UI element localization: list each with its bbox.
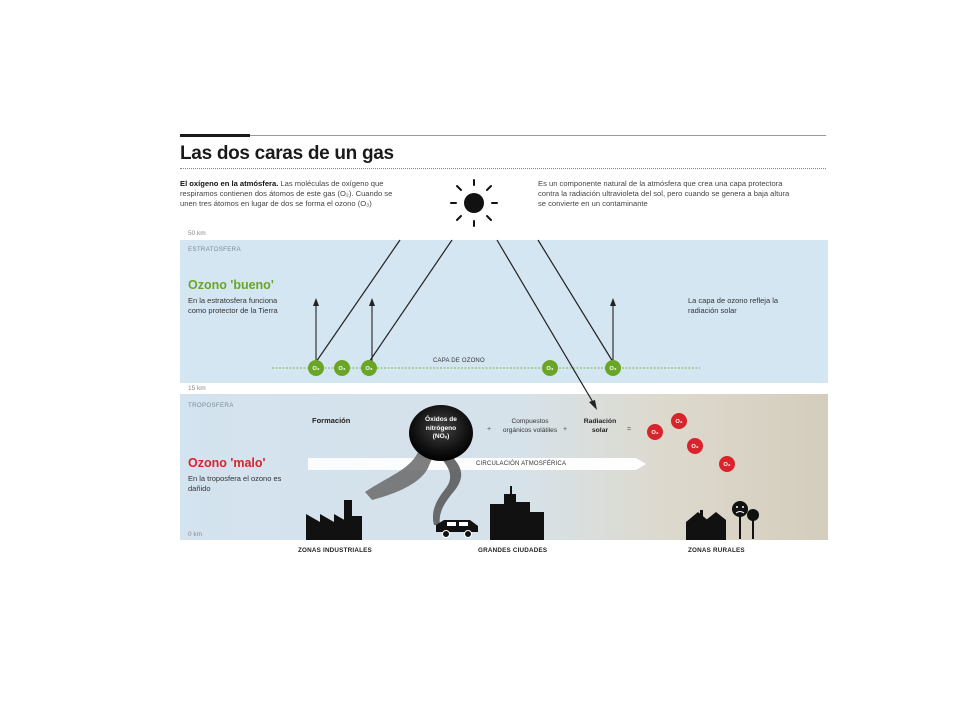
svg-text:O₃: O₃ xyxy=(675,419,683,425)
altitude-50km: 50 km xyxy=(188,230,206,237)
solar-radiation-label: Radiación solar xyxy=(583,418,617,434)
title-dotted-rule xyxy=(180,168,826,169)
zone-rural-label: ZONAS RURALES xyxy=(688,547,745,554)
good-ozone-molecule xyxy=(542,360,558,376)
reflection-note: La capa de ozono refleja la radiación so… xyxy=(688,296,779,315)
formation-label: Formación xyxy=(312,416,351,425)
bad-ozone-title: Ozono 'malo' xyxy=(188,456,266,470)
good-ozone-desc: En la estratosfera funciona como protect… xyxy=(188,296,278,315)
circulation-label: CIRCULACIÓN ATMOSFÉRICA xyxy=(476,461,567,467)
troposphere-label: TROPOSFERA xyxy=(188,402,234,409)
stratosphere-band xyxy=(180,240,828,383)
intro-left-text: Las moléculas de oxígeno que respiramos … xyxy=(180,179,393,208)
bad-ozone-molecules: O₃ O₃ O₃ O₃ xyxy=(647,413,735,472)
svg-text:O₃: O₃ xyxy=(691,444,699,450)
voc-label: Compuestos orgánicos volátiles xyxy=(502,418,558,434)
intro-left: El oxígeno en la atmósfera. Las molécula… xyxy=(180,179,408,209)
good-ozone-molecule xyxy=(605,360,621,376)
bad-ozone-desc: En la troposfera el ozono es dañido xyxy=(188,474,282,493)
house-icon xyxy=(686,510,726,540)
sun-icon xyxy=(450,179,498,227)
title-accent-bar xyxy=(180,134,250,137)
svg-text:O₃: O₃ xyxy=(546,366,554,372)
svg-text:O₃: O₃ xyxy=(365,366,373,372)
nox-label: Óxidos de nitrógeno (NOₓ) xyxy=(425,416,457,440)
good-ozone-molecule xyxy=(308,360,324,376)
bad-ozone-molecule xyxy=(687,438,703,454)
factory-icon xyxy=(306,500,362,540)
intro-right: Es un componente natural de la atmósfera… xyxy=(538,179,790,208)
good-ozone-molecules: O₃ O₃ O₃ O₃ O₃ xyxy=(308,360,621,376)
tree-icon xyxy=(732,501,759,539)
intro-left-bold: El oxígeno en la atmósfera. xyxy=(180,179,279,188)
altitude-0km: 0 km xyxy=(188,531,203,538)
altitude-15km: 15 km xyxy=(188,385,206,392)
page-title: Las dos caras de un gas xyxy=(180,143,394,164)
svg-text:O₃: O₃ xyxy=(338,366,346,372)
svg-text:O₃: O₃ xyxy=(609,366,617,372)
good-ozone-molecule xyxy=(334,360,350,376)
equals-sign: = xyxy=(627,426,632,433)
bad-ozone-molecule xyxy=(719,456,735,472)
car-icon xyxy=(436,520,478,538)
svg-text:O₃: O₃ xyxy=(651,430,659,436)
zone-industrial-label: ZONAS INDUSTRIALES xyxy=(298,547,372,554)
stratosphere-label: ESTRATOSFERA xyxy=(188,246,241,253)
svg-text:O₃: O₃ xyxy=(312,366,320,372)
ray-arrowhead xyxy=(589,400,597,410)
good-ozone-title: Ozono 'bueno' xyxy=(188,278,274,292)
plus-sign-2: + xyxy=(563,426,568,433)
bad-ozone-molecule xyxy=(671,413,687,429)
good-ozone-molecule xyxy=(361,360,377,376)
nox-cloud xyxy=(409,405,473,461)
svg-text:O₃: O₃ xyxy=(723,462,731,468)
bad-ozone-molecule xyxy=(647,424,663,440)
plus-sign-1: + xyxy=(487,426,492,433)
zone-cities-label: GRANDES CIUDADES xyxy=(478,547,548,554)
reflected-rays xyxy=(315,304,614,362)
ozone-layer-label: CAPA DE OZONO xyxy=(433,358,485,364)
solar-rays xyxy=(315,239,614,405)
city-icon xyxy=(490,486,544,540)
top-rule xyxy=(250,135,826,136)
circulation-arrow xyxy=(308,458,646,470)
